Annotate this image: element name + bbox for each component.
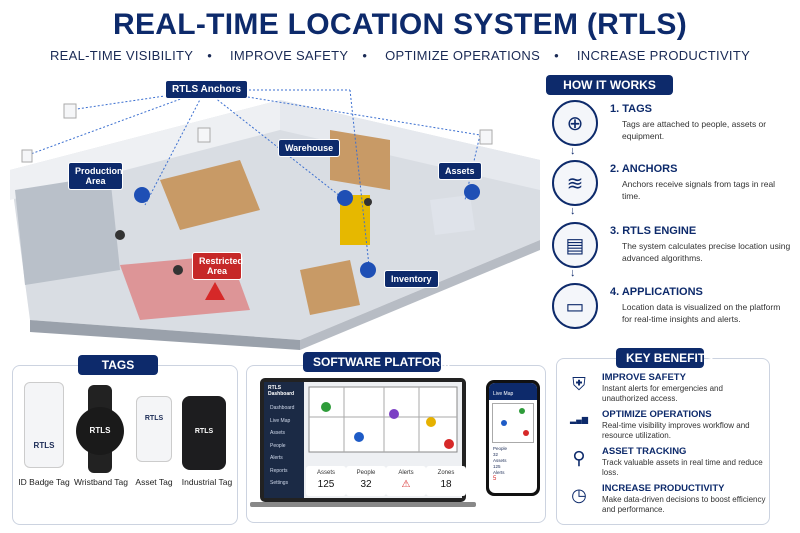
monitor-icon: ▭ (552, 283, 598, 329)
stat-alerts: Alerts⚠ (386, 466, 426, 496)
phone-label: People (493, 446, 508, 451)
nav-dashboard[interactable]: Dashboard (270, 405, 295, 411)
dashboard-title: RTLS Dashboard (268, 385, 295, 397)
asset-tag: RTLS (136, 396, 172, 462)
tag-caption: ID Badge Tag (18, 477, 70, 487)
phone-label: Assets (493, 458, 507, 463)
wristband-tag: RTLS (74, 385, 126, 473)
benefits-panel (556, 358, 770, 525)
subtitle-item: OPTIMIZE OPERATIONS (385, 48, 541, 63)
nav-assets[interactable]: Assets (270, 430, 286, 436)
page-title: REAL-TIME LOCATION SYSTEM (RTLS) (112, 8, 687, 41)
label-rtls-anchors: RTLS Anchors (165, 80, 249, 99)
label-assets: Assets (438, 162, 482, 180)
subtitle-item: INCREASE PRODUCTIVITY (576, 48, 751, 63)
subtitle: REAL-TIME VISIBILITY• IMPROVE SAFETY• OP… (49, 48, 751, 63)
tag-caption: Wristband Tag (73, 477, 129, 487)
nav-reports[interactable]: Reports (270, 467, 288, 474)
worker (115, 230, 125, 240)
clock-icon: ◷ (571, 485, 587, 505)
bar-chart-icon: ▂▄▆ (570, 415, 588, 424)
phone-title: Live Map (489, 383, 537, 400)
label-production-area: Production Area (68, 162, 123, 190)
nav-live-map[interactable]: Live Map (270, 417, 291, 424)
pallet-boxes (160, 160, 260, 230)
production-machines (15, 175, 120, 285)
nav-settings[interactable]: Settings (270, 480, 289, 486)
server-icon: ▤ (552, 222, 598, 268)
arrow-down-icon: ↓ (570, 205, 576, 217)
benefits-header: KEY BENEFITS (616, 348, 713, 368)
arrow-down-icon: ↓ (570, 145, 576, 157)
facility-illustration (10, 89, 540, 350)
warning-icon (205, 282, 225, 300)
nav-people[interactable]: People (270, 442, 286, 449)
label-warehouse: Warehouse (278, 139, 341, 157)
location-pins (134, 184, 480, 278)
tag-caption: Asset Tag (135, 477, 173, 487)
tags-header: TAGS (78, 355, 158, 375)
alert-icon: ⚠ (401, 479, 411, 490)
label-inventory: Inventory (384, 270, 439, 288)
phone-map[interactable] (492, 403, 534, 443)
anchor-wifi-icon: ≋ (552, 160, 598, 206)
location-pin-icon: ⚲ (572, 448, 586, 468)
label-restricted-area: Restricted Area (192, 252, 243, 280)
tag-caption: Industrial Tag (181, 477, 233, 487)
phone-value: 125 (493, 464, 501, 469)
how-it-works-header: HOW IT WORKS (546, 75, 673, 95)
industrial-tag: RTLS (182, 396, 226, 470)
phone-label: Alerts (493, 470, 505, 475)
shelving-boxes (330, 130, 390, 190)
shield-check-icon: ⛨ (572, 374, 586, 394)
nav-alerts[interactable]: Alerts (270, 455, 283, 461)
software-header: SOFTWARE PLATFORM (303, 352, 450, 372)
phone-value: 32 (493, 452, 499, 457)
arrow-down-icon: ↓ (570, 267, 576, 279)
subtitle-item: IMPROVE SAFETY (230, 48, 349, 63)
laptop-base (250, 502, 476, 507)
tag-device-icon: ⊕ (552, 100, 598, 146)
dashboard-sidebar: RTLS Dashboard Dashboard Live Map Assets… (264, 382, 304, 498)
id-badge-tag: RTLS (24, 382, 64, 468)
phone-value: 5 (493, 476, 497, 482)
subtitle-item: REAL-TIME VISIBILITY (49, 48, 194, 63)
